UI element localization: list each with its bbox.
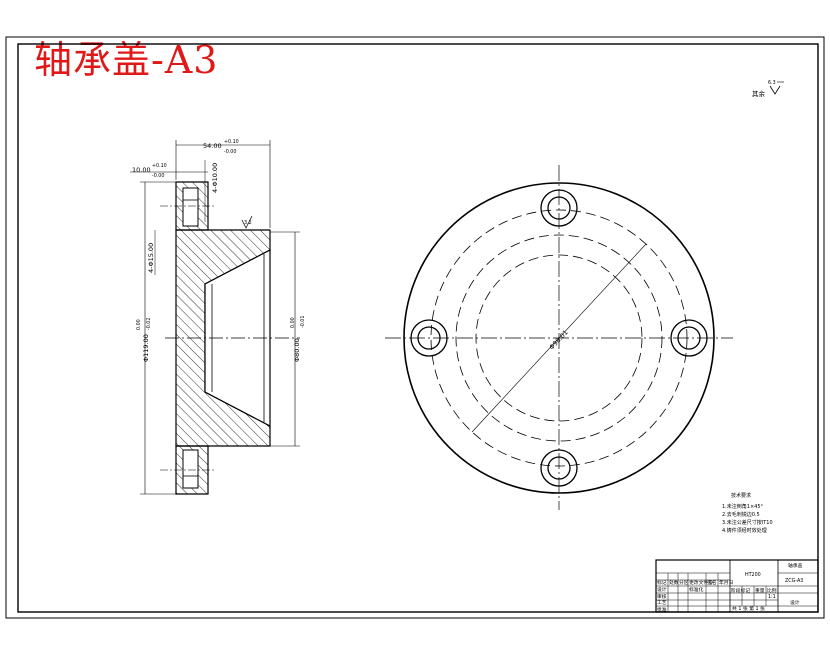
lower-bolt-hole (182, 449, 199, 489)
svg-text:分区: 分区 (679, 579, 689, 586)
svg-text:更改文件号: 更改文件号 (689, 579, 713, 586)
technical-requirements: 技术要求 1.未注倒角1×45° 2.去毛刺锐边0.5 3.未注公差尺寸按IT1… (722, 492, 773, 534)
svg-text:处数: 处数 (669, 579, 679, 586)
bolt-hole-left (410, 319, 448, 357)
svg-text:阶段标记: 阶段标记 (731, 587, 750, 594)
tech-req-item: 1.未注倒角1×45° (722, 503, 764, 510)
dim-bolt-hole: 4-Φ10.00 (211, 163, 219, 193)
svg-text:-0.01: -0.01 (300, 316, 306, 328)
svg-text:0.00: 0.00 (290, 317, 296, 328)
tech-req-item: 3.未注公差尺寸按IT10 (722, 519, 773, 526)
tech-req-item: 4.铸件须经时效处理 (722, 527, 767, 534)
svg-text:审核: 审核 (657, 593, 667, 600)
bolt-hole-top (540, 189, 578, 227)
section-roughness: 3.2 (244, 220, 252, 226)
drawing-title: 轴承盖-A3 (34, 38, 219, 82)
svg-text:重量: 重量 (755, 587, 765, 594)
tb-sheet: 共 1 张 第 1 张 (732, 605, 765, 612)
svg-text:签名: 签名 (707, 579, 717, 586)
svg-text:批准: 批准 (657, 606, 667, 613)
dim-outer-diameter: Φ119.00 (142, 334, 150, 362)
tb-org: 设计 (790, 599, 800, 606)
tb-part-name: 轴承盖 (788, 562, 803, 569)
tb-scale: 1:1 (768, 594, 776, 600)
bolt-hole-right (670, 319, 708, 357)
dim-spigot-diameter: Φ80.00 (293, 338, 301, 362)
surface-note-text: 其余 (752, 89, 766, 98)
plan-view: Φ98.01 (385, 165, 733, 510)
section-view: 54.00 +0.10 -0.00 10.00 +0.10 -0.00 4-Φ1… (130, 139, 306, 495)
dim-counterbore: 4-Φ15.00 (147, 243, 155, 273)
outer-border (5, 36, 825, 619)
svg-text:+0.10: +0.10 (152, 163, 167, 169)
upper-bolt-hole (182, 187, 199, 227)
svg-text:比例: 比例 (767, 587, 777, 594)
surface-note-roughness: 6.3 (768, 80, 776, 86)
title-block: HT200 轴承盖 ZCG-A3 1:1 共 1 张 第 1 张 设计 标记 处… (655, 559, 819, 613)
roughness-symbol-icon (769, 85, 781, 95)
svg-text:0.00: 0.00 (136, 319, 142, 330)
bolt-hole-bottom (540, 449, 578, 487)
svg-text:-0.00: -0.00 (224, 149, 236, 155)
svg-text:标准化: 标准化 (689, 586, 704, 593)
svg-text:+0.10: +0.10 (224, 139, 239, 145)
svg-text:-0.02: -0.02 (146, 318, 152, 330)
svg-text:设计: 设计 (657, 586, 667, 593)
inner-border (17, 43, 819, 613)
dim-flange-thickness: 10.00 (132, 166, 151, 174)
svg-text:年月日: 年月日 (719, 579, 733, 586)
dim-width-total: 54.00 (203, 142, 222, 150)
tb-material: HT200 (745, 572, 761, 578)
pcd-label: Φ98.01 (548, 329, 570, 352)
tb-drawing-no: ZCG-A3 (785, 578, 803, 584)
tech-req-heading: 技术要求 (731, 492, 751, 499)
svg-text:-0.00: -0.00 (152, 173, 164, 179)
svg-text:标记: 标记 (657, 579, 667, 586)
surface-roughness-note: 其余 6.3 (752, 80, 784, 98)
svg-text:工艺: 工艺 (657, 600, 667, 606)
tech-req-item: 2.去毛刺锐边0.5 (722, 511, 760, 518)
